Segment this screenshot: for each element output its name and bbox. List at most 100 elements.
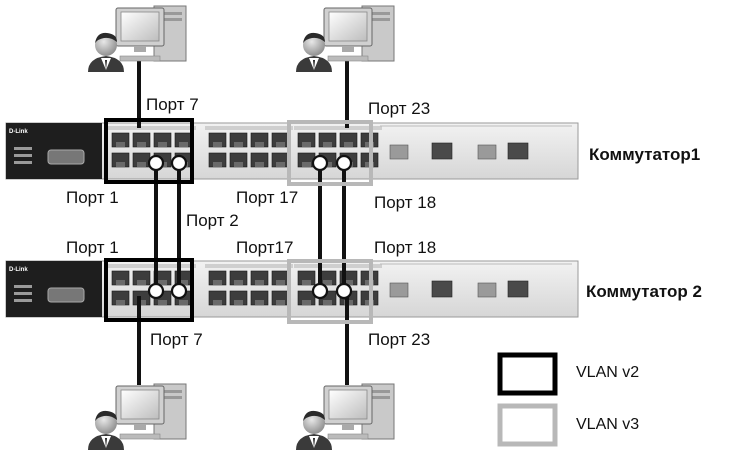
legend-vlan-v3-swatch	[497, 403, 558, 447]
port-group-strip	[294, 264, 382, 268]
port-group-strip	[294, 126, 382, 130]
port-connection-marker	[311, 282, 329, 300]
rj45-port-latch	[276, 300, 285, 305]
combo-rj45-port	[431, 142, 453, 160]
rj45-port-latch	[116, 162, 125, 167]
rj45-port-latch	[323, 280, 332, 285]
rj45-port-latch	[302, 300, 311, 305]
s2-port17-label: Порт17	[236, 238, 294, 257]
sfp-slot	[389, 282, 409, 298]
sfp-slot	[477, 144, 497, 160]
rj45-port-latch	[276, 142, 285, 147]
rj45-port-latch	[213, 300, 222, 305]
vlan-v2-box-switch2	[104, 258, 194, 322]
rj45-port-latch	[213, 162, 222, 167]
rj45-port-latch	[137, 162, 146, 167]
rj45-port-latch	[344, 280, 353, 285]
rj45-port-latch	[158, 142, 167, 147]
rj45-port-latch	[255, 162, 264, 167]
vlan-v3-box-switch1	[287, 120, 373, 186]
rj45-port-latch	[234, 300, 243, 305]
status-led-label	[14, 292, 32, 295]
port-group-strip	[108, 264, 196, 268]
status-led-label	[14, 154, 32, 157]
computer-icon	[323, 383, 395, 440]
s2-port18-label: Порт 18	[374, 238, 437, 257]
legend-vlan-v2-label: VLAN v2	[576, 364, 640, 381]
sfp-slot	[389, 144, 409, 160]
port-connection-marker	[147, 154, 165, 172]
rj45-port-latch	[158, 280, 167, 285]
port-connection-marker	[335, 282, 353, 300]
s2-port7-label: Порт 7	[150, 330, 203, 349]
port-connection-marker	[170, 154, 188, 172]
s1-port2-label: Порт 2	[186, 211, 239, 230]
rj45-port-latch	[116, 280, 125, 285]
rj45-port-latch	[276, 280, 285, 285]
s1-port7-label: Порт 7	[146, 95, 199, 114]
pc-bottom-left	[88, 383, 187, 450]
rj45-port-latch	[276, 162, 285, 167]
rj45-port-latch	[323, 142, 332, 147]
rj45-port-latch	[179, 142, 188, 147]
port-connection-marker	[170, 282, 188, 300]
port-group-strip	[205, 126, 293, 130]
rj45-port-latch	[116, 300, 125, 305]
rj45-port-latch	[302, 162, 311, 167]
port-connection-marker	[335, 154, 353, 172]
rj45-port-latch	[137, 280, 146, 285]
switch-1	[5, 122, 579, 180]
switch2-brand: D-Link	[9, 267, 28, 273]
computer-icon	[115, 5, 187, 62]
vlan-v2-box-switch1	[104, 118, 194, 184]
rj45-port-latch	[255, 300, 264, 305]
rj45-port-latch	[179, 300, 188, 305]
legend-vlan-v2-swatch	[497, 352, 558, 396]
port-group-strip	[205, 264, 293, 268]
combo-rj45-port	[507, 280, 529, 298]
port-connection-marker	[311, 154, 329, 172]
rj45-port-latch	[234, 280, 243, 285]
switch-2	[5, 260, 579, 318]
rj45-port-latch	[234, 162, 243, 167]
status-led-label	[14, 147, 32, 150]
port-group-strip	[108, 126, 196, 130]
rj45-port-latch	[137, 300, 146, 305]
s2-port1-label: Порт 1	[66, 238, 119, 257]
port-connection-marker	[147, 282, 165, 300]
rj45-port-latch	[137, 142, 146, 147]
rj45-port-latch	[234, 142, 243, 147]
rj45-port-latch	[116, 142, 125, 147]
switch1-brand: D-Link	[9, 129, 28, 135]
rj45-port-latch	[302, 142, 311, 147]
status-led-label	[14, 299, 32, 302]
s1-port1-label: Порт 1	[66, 188, 119, 207]
legend-vlan-v3-label: VLAN v3	[576, 416, 640, 433]
computer-icon	[323, 5, 395, 62]
vlan-v3-box-switch2	[287, 259, 373, 324]
rj45-port-latch	[255, 142, 264, 147]
s1-port23-label: Порт 23	[368, 99, 431, 118]
rj45-port-latch	[344, 142, 353, 147]
combo-rj45-port	[431, 280, 453, 298]
rj45-port-latch	[323, 300, 332, 305]
computer-icon	[115, 383, 187, 440]
status-led-label	[14, 285, 32, 288]
rj45-port-latch	[213, 280, 222, 285]
rj45-port-latch	[302, 280, 311, 285]
switch1-name: Коммутатор1	[589, 145, 701, 164]
pc-bottom-right	[296, 383, 395, 450]
s1-port18-label: Порт 18	[374, 193, 437, 212]
console-port	[47, 287, 85, 303]
combo-rj45-port	[507, 142, 529, 160]
rj45-port-latch	[179, 280, 188, 285]
s2-port23-label: Порт 23	[368, 330, 431, 349]
status-led-label	[14, 161, 32, 164]
rj45-port-latch	[255, 280, 264, 285]
sfp-slot	[477, 282, 497, 298]
rj45-port-latch	[213, 142, 222, 147]
rj45-port-latch	[158, 300, 167, 305]
console-port	[47, 149, 85, 165]
s1-port17-label: Порт 17	[236, 188, 299, 207]
